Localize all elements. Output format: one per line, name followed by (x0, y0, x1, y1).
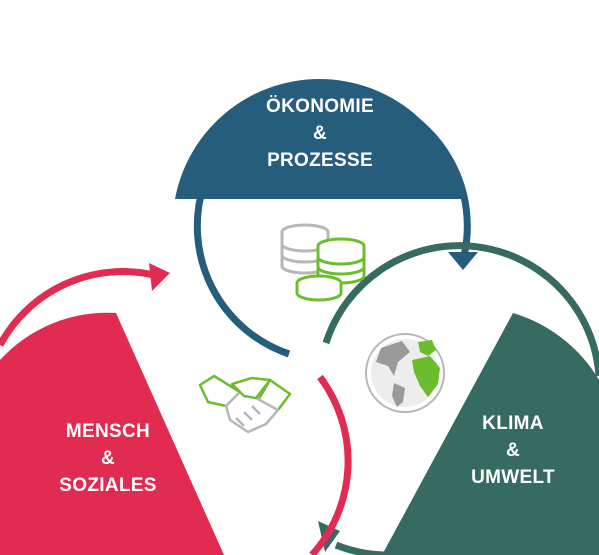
climate-label-line1: KLIMA (482, 413, 544, 434)
handshake-icon (198, 374, 292, 434)
climate-ring-bottom (334, 541, 385, 555)
economy-circle (175, 78, 478, 358)
economy-label-line2: PROZESSE (267, 150, 373, 171)
climate-label-line2: UMWELT (471, 467, 555, 488)
economy-label: ÖKONOMIE & PROZESSE (200, 93, 440, 174)
economy-label-amp: & (312, 123, 328, 144)
climate-sector-fill (382, 313, 599, 555)
climate-label: KLIMA & UMWELT (448, 410, 578, 491)
social-label-line1: MENSCH (65, 421, 151, 442)
climate-ring (322, 242, 599, 377)
social-sector-fill (0, 312, 224, 555)
globe-icon (365, 333, 445, 413)
social-ring (0, 268, 155, 347)
climate-label-amp: & (505, 440, 521, 461)
social-label-amp: & (100, 448, 116, 469)
economy-label-line1: ÖKONOMIE (266, 96, 374, 117)
social-label-line2: SOZIALES (59, 475, 157, 496)
social-ring-right (309, 374, 352, 555)
coins-stack-icon (280, 223, 366, 302)
economy-ring (193, 87, 471, 358)
economy-header-fill (175, 78, 464, 199)
climate-circle (318, 242, 599, 555)
social-circle (0, 263, 352, 555)
social-label: MENSCH & SOZIALES (38, 418, 178, 499)
economy-arrowhead (448, 252, 478, 270)
social-arrowhead (149, 263, 170, 291)
